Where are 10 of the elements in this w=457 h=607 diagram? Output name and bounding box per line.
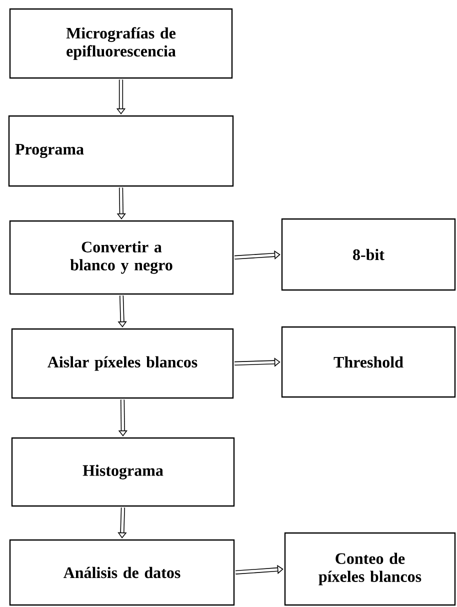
process-box: Programa — [8, 115, 234, 187]
process-box: Conteo de píxeles blancos — [284, 532, 456, 606]
process-box: Threshold — [281, 326, 456, 398]
process-box: Histograma — [11, 437, 235, 507]
process-box: Aislar píxeles blancos — [11, 328, 234, 399]
arrow — [235, 564, 284, 574]
process-box: 8-bit — [281, 218, 456, 291]
process-box: Convertir a blanco y negro — [9, 220, 234, 295]
process-box: Análisis de datos — [9, 539, 235, 606]
process-box: Micrografías de epifluorescencia — [9, 8, 233, 79]
